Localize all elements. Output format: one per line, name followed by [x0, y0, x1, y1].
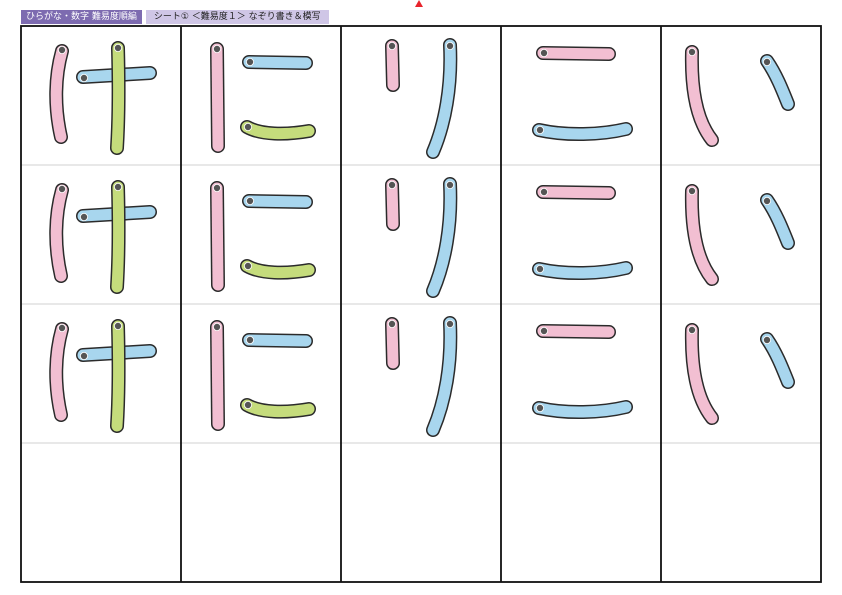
stroke-fill: [243, 195, 312, 208]
stroke-order-marker: [246, 336, 255, 345]
stroke-fill: [211, 43, 224, 152]
stroke-order-marker: [114, 182, 123, 191]
stroke-fill: [427, 317, 456, 436]
stroke-order-marker: [540, 326, 549, 335]
stroke-fill: [686, 46, 718, 146]
stroke-fill: [211, 321, 224, 430]
trace-character-2: [210, 181, 316, 292]
stroke-order-marker: [58, 184, 67, 193]
trace-character-3: [385, 177, 458, 298]
stroke-fill: [533, 123, 632, 140]
stroke-fill: [533, 262, 632, 279]
series-tag: ひらがな・数字 難易度順編: [21, 10, 142, 24]
stroke-fill: [211, 182, 224, 291]
stroke-order-marker: [446, 319, 455, 328]
stroke-order-marker: [80, 352, 89, 361]
stroke-fill: [111, 320, 125, 432]
stroke-fill: [386, 40, 399, 91]
stroke-order-marker: [388, 180, 397, 189]
trace-character-4: [532, 185, 633, 280]
stroke-order-marker: [536, 404, 545, 413]
stroke-order-marker: [540, 187, 549, 196]
stroke-order-marker: [213, 44, 222, 53]
trace-character-2: [210, 320, 316, 431]
stroke-fill: [386, 179, 399, 230]
stroke-order-marker: [244, 262, 253, 271]
stroke-fill: [537, 186, 615, 199]
trace-character-5: [684, 323, 795, 425]
stroke-order-marker: [244, 401, 253, 410]
trace-character-4: [532, 324, 633, 419]
stroke-order-marker: [213, 183, 222, 192]
stroke-order-marker: [114, 321, 123, 330]
worksheet-header: ひらがな・数字 難易度順編 シート① ＜難易度１＞ なぞり書き＆模写: [21, 10, 329, 24]
stroke-fill: [427, 178, 456, 297]
trace-character-1: [49, 319, 157, 433]
stroke-fill: [686, 324, 718, 424]
stroke-order-marker: [536, 265, 545, 274]
stroke-fill: [427, 39, 456, 158]
stroke-fill: [243, 56, 312, 69]
stroke-fill: [537, 325, 615, 338]
stroke-fill: [686, 185, 718, 285]
stroke-order-marker: [536, 126, 545, 135]
stroke-order-marker: [80, 74, 89, 83]
stroke-fill: [243, 334, 312, 347]
stroke-fill: [111, 42, 125, 154]
stroke-fill: [386, 318, 399, 369]
stroke-fill: [50, 323, 68, 421]
stroke-order-marker: [114, 43, 123, 52]
stroke-fill: [111, 181, 125, 293]
stroke-order-marker: [58, 323, 67, 332]
stroke-order-marker: [446, 41, 455, 50]
sheet-border: [20, 25, 822, 583]
stroke-order-marker: [246, 58, 255, 67]
stroke-order-marker: [687, 325, 696, 334]
stroke-order-marker: [687, 186, 696, 195]
sheet-subtitle: シート① ＜難易度１＞ なぞり書き＆模写: [145, 10, 329, 24]
stroke-order-marker: [246, 197, 255, 206]
trace-character-5: [684, 45, 795, 147]
trace-character-3: [385, 316, 458, 437]
stroke-order-marker: [244, 123, 253, 132]
stroke-order-marker: [58, 45, 67, 54]
trace-character-3: [385, 38, 458, 159]
stroke-fill: [533, 401, 632, 418]
trace-character-1: [49, 180, 157, 294]
top-marker-icon: [415, 0, 423, 7]
stroke-order-marker: [388, 41, 397, 50]
stroke-fill: [50, 184, 68, 282]
stroke-order-marker: [763, 197, 772, 206]
stroke-fill: [50, 45, 68, 143]
stroke-order-marker: [446, 180, 455, 189]
stroke-fill: [537, 47, 615, 60]
trace-character-5: [684, 184, 795, 286]
trace-character-1: [49, 41, 157, 155]
stroke-order-marker: [213, 322, 222, 331]
stroke-order-marker: [687, 47, 696, 56]
trace-character-4: [532, 46, 633, 141]
stroke-order-marker: [388, 319, 397, 328]
stroke-order-marker: [763, 336, 772, 345]
stroke-order-marker: [540, 48, 549, 57]
trace-character-2: [210, 42, 316, 153]
stroke-order-marker: [80, 213, 89, 222]
stroke-order-marker: [763, 58, 772, 67]
